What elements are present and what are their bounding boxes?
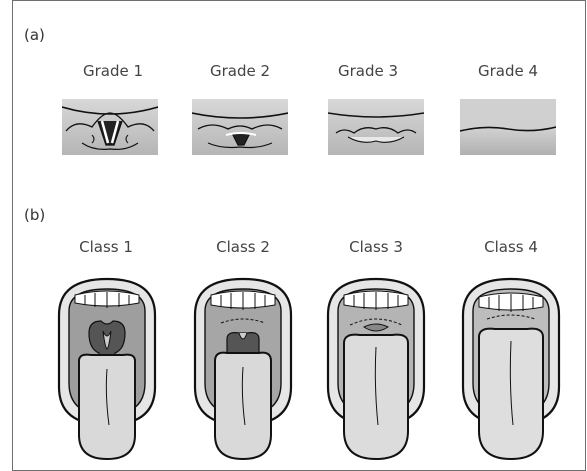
- grade-4-label: Grade 4: [448, 62, 568, 80]
- class-4-label: Class 4: [451, 238, 571, 256]
- grade-3-label: Grade 3: [308, 62, 428, 80]
- class-3-illustration: [320, 275, 432, 461]
- grade-1-illustration: [62, 99, 158, 155]
- grade-2-label: Grade 2: [180, 62, 300, 80]
- grade-3-illustration: [328, 99, 424, 155]
- grade-1-label: Grade 1: [53, 62, 173, 80]
- grade-4-illustration: [460, 99, 556, 155]
- class-2-label: Class 2: [183, 238, 303, 256]
- panel-b-label: (b): [24, 206, 45, 224]
- class-2-illustration: [187, 275, 299, 461]
- class-1-label: Class 1: [46, 238, 166, 256]
- grade-2-illustration: [192, 99, 288, 155]
- panel-a-label: (a): [24, 26, 45, 44]
- class-4-illustration: [455, 275, 567, 461]
- class-1-illustration: [51, 275, 163, 461]
- class-3-label: Class 3: [316, 238, 436, 256]
